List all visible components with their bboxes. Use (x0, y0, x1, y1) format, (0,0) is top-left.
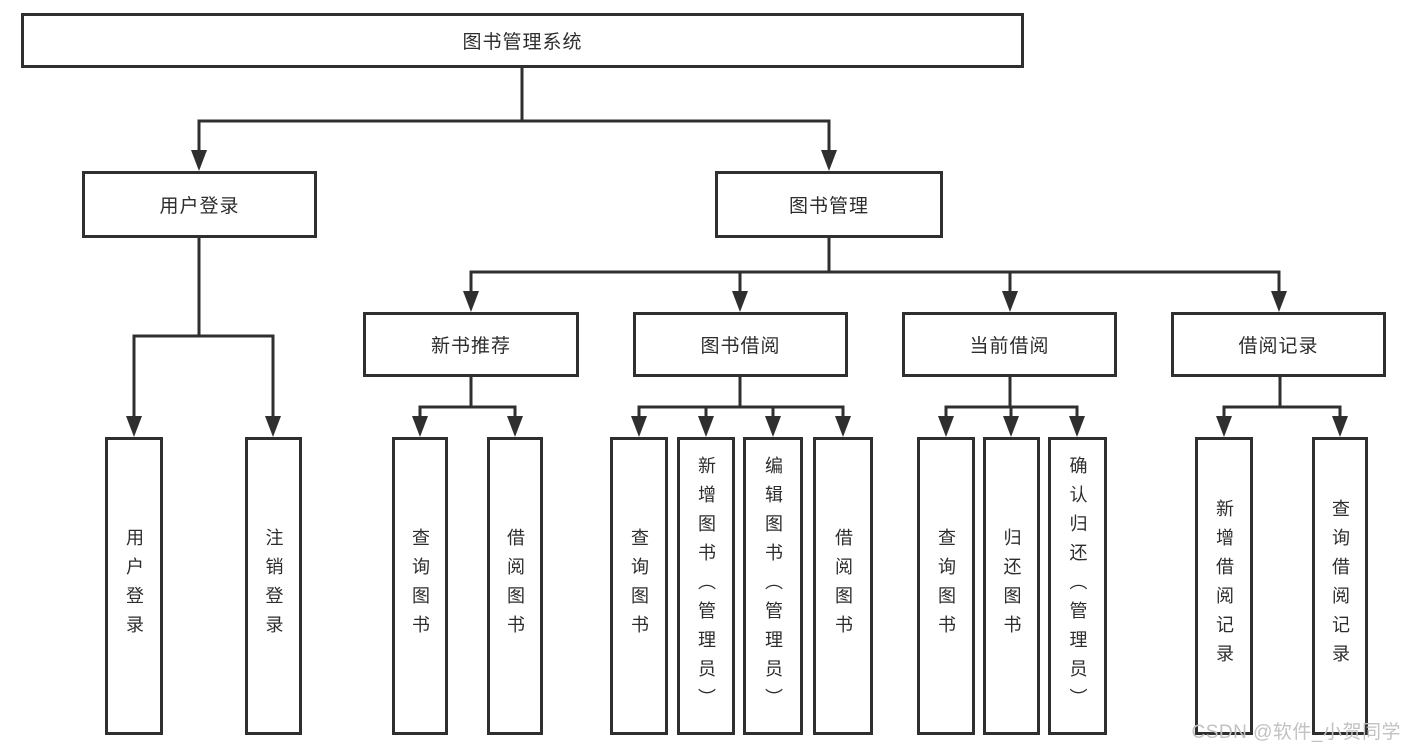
arrow-icon (463, 291, 479, 312)
arrow-icon (938, 416, 954, 437)
leaf-user-login-label: 用户登录 (124, 528, 144, 644)
node-book-borrow: 图书借阅 (633, 312, 848, 377)
node-book-borrow-label: 图书借阅 (700, 336, 781, 357)
arrow-icon (191, 150, 207, 171)
node-new-book-label: 新书推荐 (430, 336, 511, 357)
arrow-icon (821, 150, 837, 171)
arrow-icon (732, 291, 748, 312)
leaf-logout-label: 注销登录 (263, 528, 284, 644)
arrow-icon (507, 416, 523, 437)
node-user-login-branch: 用户登录 (82, 171, 317, 238)
leaf-bookborrow-borrow-label: 借阅图书 (833, 528, 853, 644)
leaf-current-return-label: 归还图书 (1001, 528, 1022, 644)
arrow-icon (698, 416, 714, 437)
arrow-icon (412, 416, 428, 437)
arrow-icon (265, 416, 281, 437)
arrow-icon (1271, 291, 1287, 312)
leaf-bookborrow-edit: 编辑图书（管理员） (743, 437, 803, 735)
node-root-label: 图书管理系统 (462, 32, 583, 53)
leaf-bookborrow-query: 查询图书 (610, 437, 668, 735)
leaf-record-add-label: 新增借阅记录 (1214, 499, 1234, 673)
leaf-record-add: 新增借阅记录 (1195, 437, 1253, 735)
arrow-icon (1216, 416, 1232, 437)
arrow-icon (765, 416, 781, 437)
node-new-book: 新书推荐 (363, 312, 579, 377)
node-book-mgmt-branch: 图书管理 (715, 171, 943, 238)
csdn-watermark: CSDN @软件_小贺同学 (1191, 722, 1401, 743)
leaf-bookborrow-add: 新增图书（管理员） (677, 437, 735, 735)
arrowheads (126, 150, 1348, 437)
arrow-icon (1332, 416, 1348, 437)
leaf-newbook-borrow: 借阅图书 (487, 437, 543, 735)
arrow-icon (1069, 416, 1085, 437)
node-root: 图书管理系统 (21, 13, 1024, 68)
arrow-icon (1002, 291, 1018, 312)
leaf-record-query-label: 查询借阅记录 (1330, 499, 1350, 673)
leaf-current-confirm-label: 确认归还（管理员） (1067, 455, 1088, 717)
leaf-logout: 注销登录 (245, 437, 302, 735)
leaf-newbook-query: 查询图书 (392, 437, 448, 735)
node-borrow-record-label: 借阅记录 (1238, 336, 1319, 357)
arrow-icon (835, 416, 851, 437)
tree-edges (132, 68, 1342, 422)
leaf-newbook-borrow-label: 借阅图书 (505, 528, 525, 644)
leaf-record-query: 查询借阅记录 (1312, 437, 1368, 735)
leaf-newbook-query-label: 查询图书 (410, 528, 430, 644)
leaf-bookborrow-add-label: 新增图书（管理员） (696, 455, 716, 717)
node-current-borrow-label: 当前借阅 (969, 336, 1050, 357)
arrow-icon (631, 416, 647, 437)
node-user-login-branch-label: 用户登录 (159, 196, 240, 217)
arrow-icon (1003, 416, 1019, 437)
leaf-bookborrow-borrow: 借阅图书 (813, 437, 873, 735)
node-book-mgmt-branch-label: 图书管理 (788, 196, 869, 217)
node-current-borrow: 当前借阅 (902, 312, 1117, 377)
leaf-bookborrow-query-label: 查询图书 (629, 528, 649, 644)
leaf-bookborrow-edit-label: 编辑图书（管理员） (763, 455, 783, 717)
leaf-current-return: 归还图书 (983, 437, 1040, 735)
leaf-current-confirm: 确认归还（管理员） (1048, 437, 1107, 735)
arrow-icon (126, 416, 142, 437)
leaf-current-query: 查询图书 (917, 437, 975, 735)
leaf-user-login: 用户登录 (105, 437, 163, 735)
leaf-current-query-label: 查询图书 (936, 528, 956, 644)
node-borrow-record: 借阅记录 (1171, 312, 1386, 377)
